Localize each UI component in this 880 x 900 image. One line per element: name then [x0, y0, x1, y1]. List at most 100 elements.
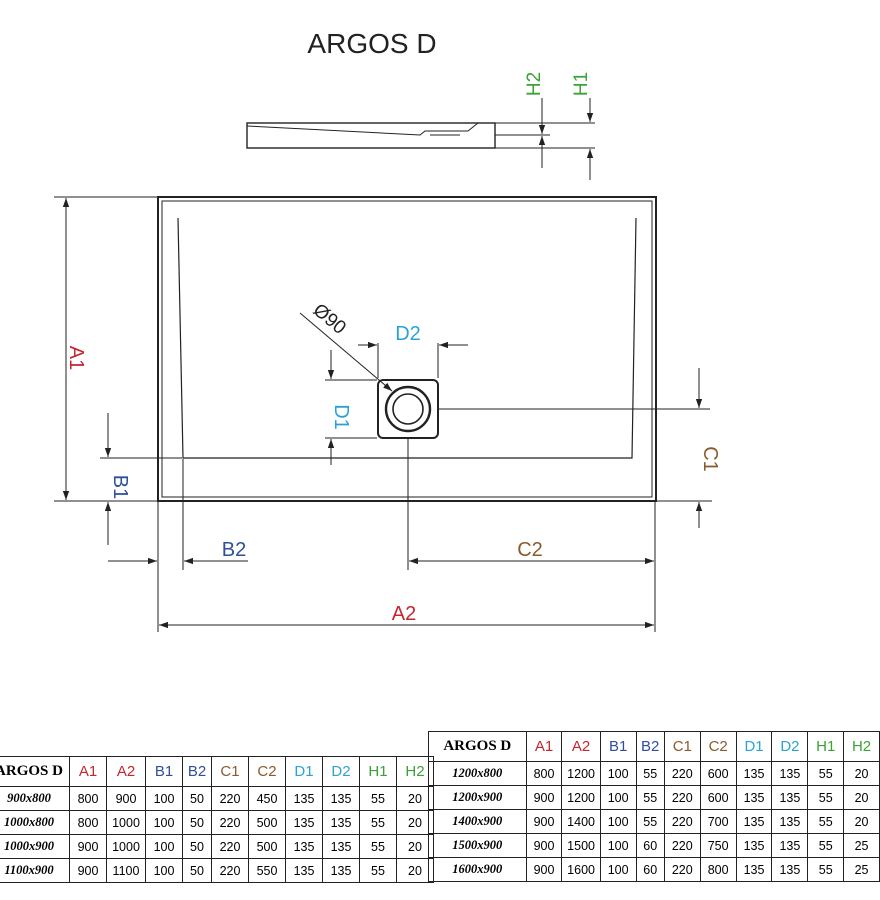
table-cell: 55 — [359, 858, 397, 883]
table-cell-size: 1200x800 — [428, 761, 527, 786]
label-c1: C1 — [699, 446, 721, 472]
header-c1: C1 — [211, 756, 249, 787]
header-d1: D1 — [285, 756, 323, 787]
header-b1: B1 — [599, 731, 637, 762]
header-d2: D2 — [322, 756, 360, 787]
dimensions-table-left: ARGOS D A1 A2 B1 B2 C1 C2 D1 D2 H1 H2 90… — [0, 756, 434, 883]
table-cell: 135 — [322, 786, 360, 811]
table-cell: 55 — [807, 761, 845, 786]
table-cell: 220 — [663, 761, 701, 786]
header-h1: H1 — [359, 756, 397, 787]
table-cell: 900 — [69, 858, 107, 883]
dimension-b1 — [100, 413, 182, 545]
table-cell: 135 — [285, 810, 323, 835]
table-cell: 550 — [248, 858, 286, 883]
header-h2: H2 — [396, 756, 434, 787]
table-cell-size: 1200x900 — [428, 785, 527, 810]
table-cell: 135 — [285, 786, 323, 811]
label-b1: B1 — [109, 475, 131, 499]
table-cell: 100 — [599, 809, 637, 834]
table-cell: 800 — [69, 810, 107, 835]
label-d1: D1 — [330, 404, 352, 430]
table-cell: 135 — [771, 761, 809, 786]
header-model: ARGOS D — [428, 731, 527, 762]
table-cell: 750 — [699, 833, 737, 858]
table-cell: 1600 — [561, 857, 601, 882]
header-b1: B1 — [145, 756, 183, 787]
drawing-title: ARGOS D — [307, 28, 436, 59]
table-cell: 50 — [182, 786, 212, 811]
table-cell: 1200 — [561, 761, 601, 786]
table-cell: 900 — [69, 834, 107, 859]
header-a1: A1 — [69, 756, 107, 787]
table-cell: 220 — [663, 785, 701, 810]
table-cell: 135 — [285, 858, 323, 883]
table-cell: 20 — [843, 761, 880, 786]
table-cell-size: 1100x900 — [0, 858, 70, 883]
table-cell: 900 — [525, 809, 563, 834]
table-cell: 450 — [248, 786, 286, 811]
table-cell: 600 — [699, 785, 737, 810]
table-cell: 1500 — [561, 833, 601, 858]
table-cell-size: 1500x900 — [428, 833, 527, 858]
table-cell: 1000 — [106, 834, 146, 859]
table-cell: 55 — [807, 857, 845, 882]
table-cell: 900 — [525, 785, 563, 810]
table-cell: 220 — [211, 786, 249, 811]
table-cell: 20 — [396, 810, 434, 835]
dimension-b2 — [108, 459, 248, 632]
header-c1: C1 — [663, 731, 701, 762]
table-cell: 135 — [771, 785, 809, 810]
label-h1: H1 — [571, 72, 592, 96]
table-cell: 100 — [145, 834, 183, 859]
table-cell-size: 1000x900 — [0, 834, 70, 859]
table-cell: 20 — [843, 809, 880, 834]
table-cell: 100 — [599, 785, 637, 810]
table-cell: 135 — [322, 834, 360, 859]
table-cell: 220 — [211, 810, 249, 835]
drain-leader — [299, 312, 393, 392]
table-cell: 135 — [771, 833, 809, 858]
table-cell: 50 — [182, 810, 212, 835]
label-drain-diameter: Ø90 — [309, 300, 350, 339]
table-cell: 135 — [735, 785, 773, 810]
table-cell: 900 — [106, 786, 146, 811]
technical-drawing: ARGOS D H2 H1 Ø90 D2 — [54, 28, 721, 632]
table-cell: 135 — [322, 858, 360, 883]
dimension-d1 — [325, 350, 377, 465]
table-cell: 20 — [396, 786, 434, 811]
dimension-a1 — [54, 196, 157, 502]
table-cell: 220 — [663, 833, 701, 858]
label-a1: A1 — [65, 346, 87, 370]
dimension-c1 — [657, 368, 712, 528]
table-cell-size: 900x800 — [0, 786, 70, 811]
dimension-c2 — [409, 502, 656, 632]
table-cell: 800 — [69, 786, 107, 811]
table-cell: 55 — [635, 785, 665, 810]
side-profile — [246, 122, 595, 149]
dimensions-table-right: ARGOS D A1 A2 B1 B2 C1 C2 D1 D2 H1 H2 12… — [428, 731, 880, 882]
dimension-d2 — [358, 341, 468, 378]
table-cell: 25 — [843, 857, 880, 882]
table-cell: 100 — [145, 858, 183, 883]
table-cell: 55 — [359, 810, 397, 835]
table-cell: 100 — [145, 786, 183, 811]
table-cell: 1200 — [561, 785, 601, 810]
table-cell: 50 — [182, 834, 212, 859]
header-h1: H1 — [807, 731, 845, 762]
table-cell: 135 — [285, 834, 323, 859]
table-cell: 220 — [211, 834, 249, 859]
label-b2: B2 — [222, 539, 246, 561]
table-cell: 60 — [635, 833, 665, 858]
table-cell: 500 — [248, 834, 286, 859]
label-h2: H2 — [524, 72, 545, 96]
label-a2: A2 — [392, 603, 416, 625]
